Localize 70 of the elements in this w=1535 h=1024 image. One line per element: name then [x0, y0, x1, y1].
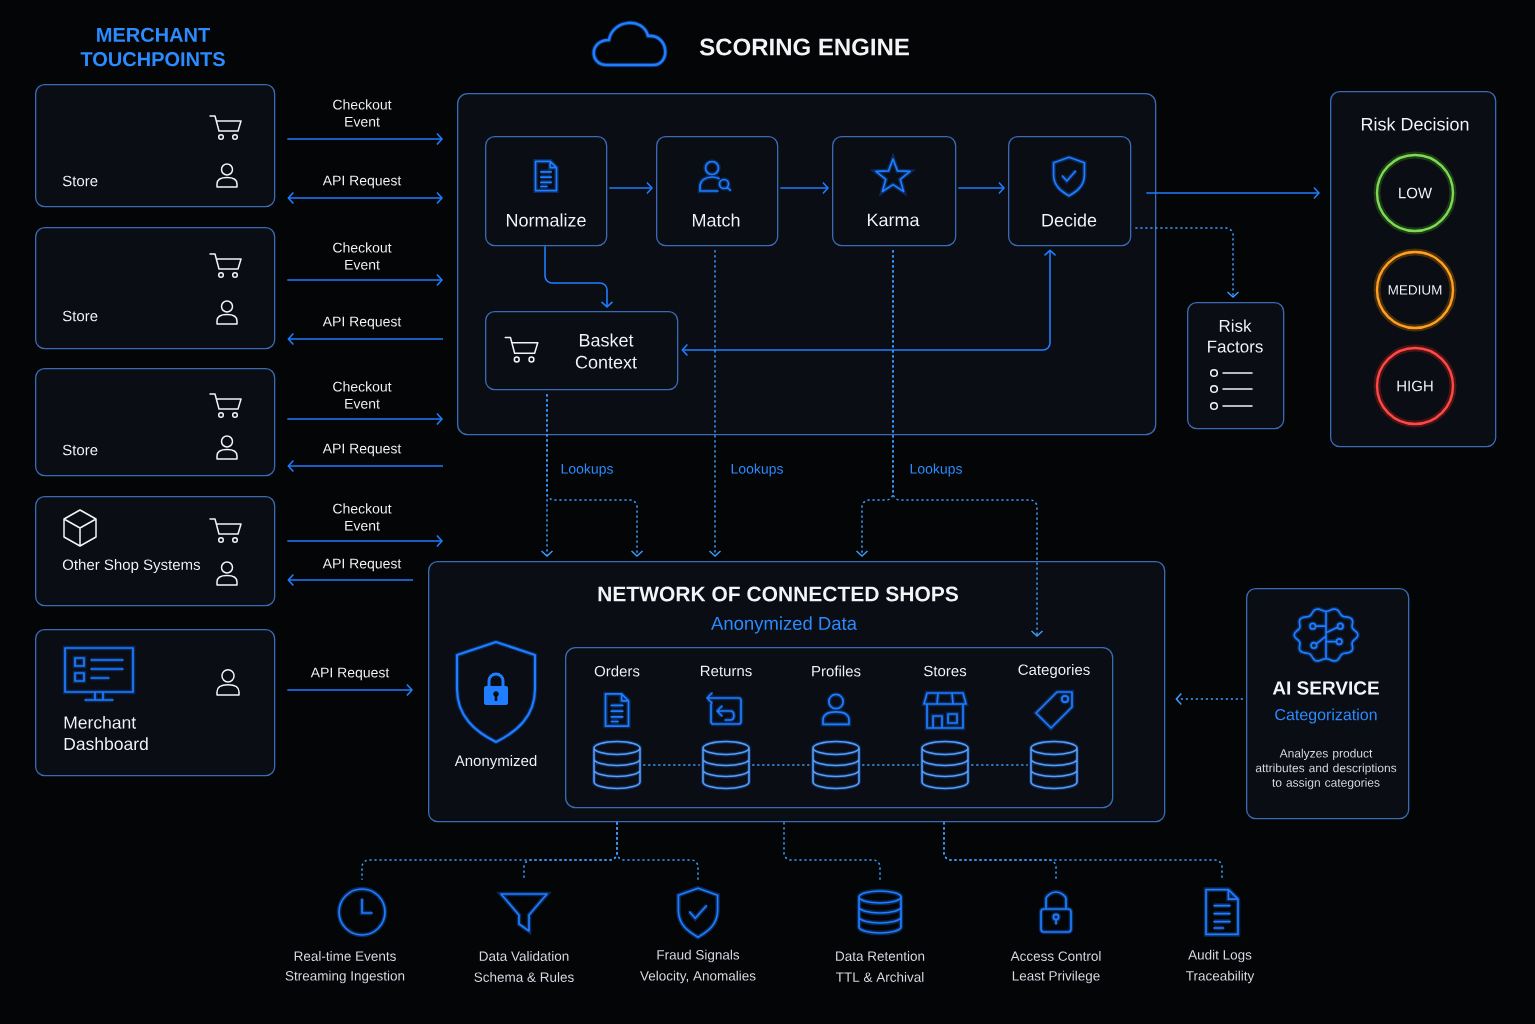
connector-line	[861, 764, 920, 766]
panel-heading: NETWORK OF CONNECTED SHOPS	[598, 586, 958, 602]
column-heading: Categories	[1018, 664, 1090, 678]
connector-line	[783, 821, 881, 881]
feature-title: Audit Logs	[1188, 949, 1252, 963]
arrow	[286, 132, 443, 146]
icon-caption: Anonymized	[454, 755, 537, 769]
arrow	[779, 181, 829, 195]
feature-caption: TTL & Archival	[836, 972, 924, 982]
edge-label: API Request	[321, 315, 403, 331]
arrow	[957, 181, 1005, 195]
title: SCORING ENGINE	[699, 38, 909, 56]
column-heading: Profiles	[812, 665, 861, 677]
feature-title: Fraud Signals	[657, 949, 740, 963]
edge-label: API Request	[321, 174, 403, 190]
feature-caption: Schema & Rules	[474, 972, 574, 982]
service-box: AI SERVICE Categorization Analyzes product attributes and descriptions to assign categories	[1246, 588, 1410, 820]
edge-label: Checkout Event	[323, 379, 401, 411]
panel-subtitle: Anonymized Data	[711, 616, 857, 634]
edge-label: API Request	[321, 442, 403, 458]
store-box: Store	[35, 227, 276, 350]
feature-title: Data Validation	[479, 951, 569, 961]
arrow	[286, 273, 443, 287]
feature-caption: Least Privilege	[1012, 970, 1100, 984]
column-heading: Stores	[924, 665, 967, 677]
arrow	[608, 181, 653, 195]
column-heading: Returns	[700, 665, 752, 677]
feature-caption: Traceability	[1186, 970, 1255, 984]
info-box: Risk Factors	[1187, 302, 1285, 430]
arrow	[286, 683, 413, 697]
edge-label: API Request	[309, 666, 391, 682]
store-box: Store	[35, 368, 276, 477]
process-box: Karma	[832, 136, 957, 247]
store-box: Other Shop Systems	[35, 496, 276, 607]
connector-line	[970, 764, 1029, 766]
arrow	[1145, 186, 1320, 200]
arrow	[287, 459, 444, 473]
connector-line	[642, 764, 701, 766]
feature-title: Access Control	[1010, 951, 1101, 961]
connector-line	[751, 764, 811, 766]
edge-label: API Request	[321, 557, 403, 573]
process-box: Basket Context	[485, 311, 679, 391]
arrow	[708, 249, 722, 557]
edge-label: Checkout Event	[323, 240, 401, 272]
arrow	[287, 573, 414, 587]
process-box: Match	[656, 136, 779, 247]
connector-line	[943, 821, 1223, 881]
column-heading: Orders	[594, 665, 640, 677]
arrow	[544, 245, 614, 308]
arrow	[1134, 227, 1240, 298]
feature-title: Real-time Events	[294, 951, 396, 961]
arrow	[286, 412, 443, 426]
process-box: Normalize	[485, 136, 608, 247]
arrow	[546, 393, 644, 557]
dashboard-box: Merchant Dashboard	[35, 629, 276, 777]
edge-label: Checkout Event	[323, 501, 401, 533]
edge-label: Checkout Event	[323, 97, 401, 129]
arrow	[892, 249, 1044, 637]
arrow	[287, 332, 444, 346]
feature-caption: Velocity, Anomalies	[640, 970, 756, 984]
store-box: Store	[35, 84, 276, 208]
arrow	[286, 534, 443, 548]
arrow	[1175, 692, 1244, 706]
connector-line	[616, 821, 699, 881]
panel-heading: Risk Decision	[1361, 117, 1469, 131]
arrow	[681, 249, 1057, 357]
feature-title: Data Retention	[836, 951, 925, 961]
process-box: Decide	[1008, 136, 1132, 247]
arrow	[287, 191, 443, 205]
feature-caption: Streaming Ingestion	[285, 970, 405, 984]
